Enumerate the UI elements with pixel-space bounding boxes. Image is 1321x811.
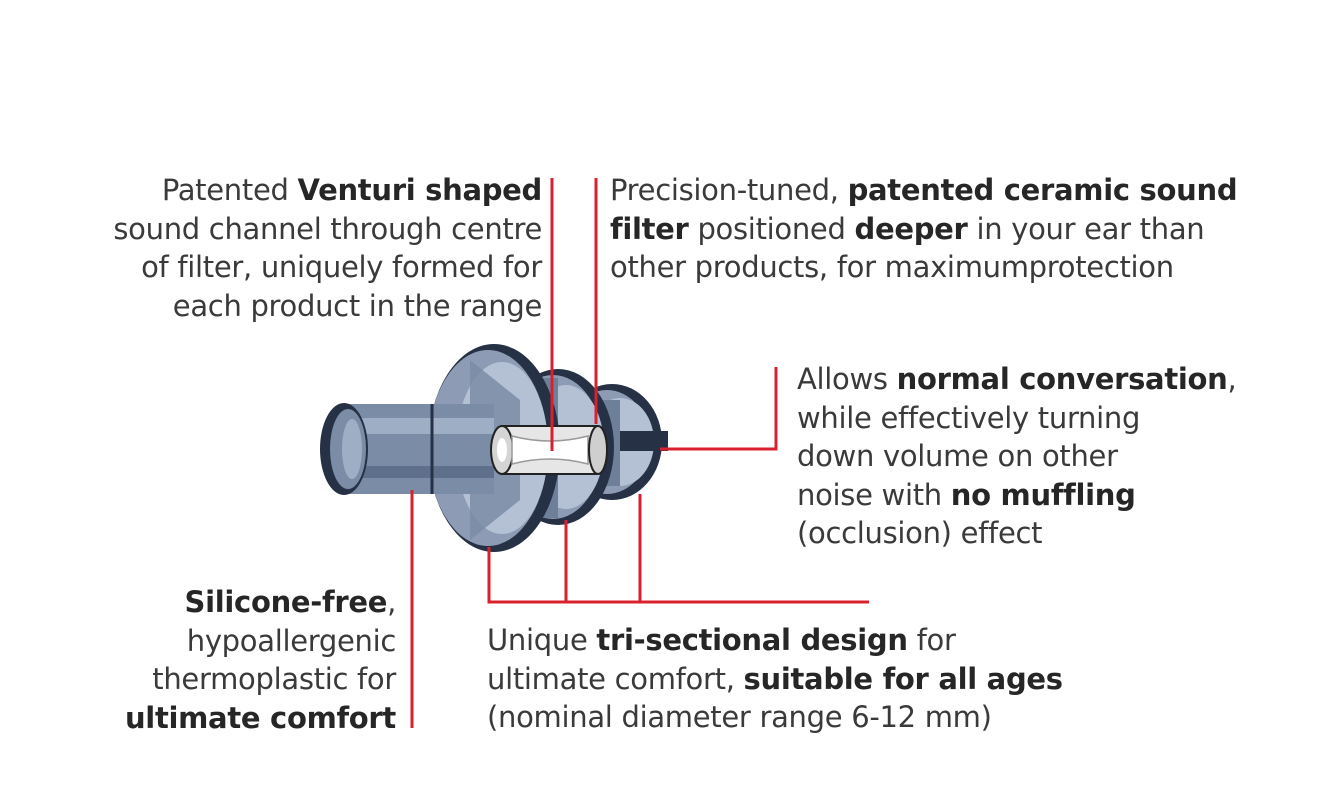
callout-line: noise with no muffling [797,476,1236,515]
emphasis-text: Silicone-free [184,585,388,619]
emphasis-text: normal conversation [896,362,1228,396]
callout-text: down volume on other [797,439,1118,473]
callout-text: sound channel through centre [113,211,542,246]
callout-line: ultimate comfort, suitable for all ages [487,660,1063,699]
callout-text: for [907,623,956,657]
callout-line: Allows normal conversation, [797,360,1237,399]
callout-text: of filter, uniquely formed for [141,250,542,284]
emphasis-text: deeper [854,211,968,246]
callout-text: , [1227,362,1237,396]
emphasis-text: suitable for all ages [743,661,1063,696]
leader-lines [410,178,869,728]
callout-line: (occlusion) effect [797,514,1236,553]
emphasis-text: Venturi shaped [297,173,543,207]
callout-line: thermoplastic for [120,660,396,699]
callout-line: down volume on other [797,437,1236,476]
callout-line: (nominal diameter range 6-12 mm) [487,698,1063,737]
callout-text: Patented [161,173,298,207]
callout-text: thermoplastic for [152,662,396,696]
leader-tri-sectional [487,547,869,604]
emphasis-text: filter [610,211,689,246]
callout-line: ultimate comfort [120,699,396,738]
callout-text: Precision-tuned, [610,173,848,207]
callout-line: while effectively turning [797,399,1236,438]
callout-text: Allows [797,362,897,396]
callout-line: Precision-tuned, patented ceramic sound [610,171,1238,210]
callout-line: other products, for maximumprotection [610,248,1237,287]
callout-text: Unique [487,623,597,657]
callout-text: each product in the range [172,288,543,323]
callout-line: each product in the range [100,287,543,326]
ceramic-filter [490,425,608,475]
callout-line: Silicone-free, [120,583,397,622]
callout-line: sound channel through centre [100,210,542,249]
callout-text: other products, for maximumprotection [610,250,1174,284]
callout-text: in your ear than [967,211,1205,246]
callout-line: Unique tri-sectional design for [487,621,1063,660]
emphasis-text: ultimate comfort [124,700,396,735]
callout-line: hypoallergenic [120,622,397,661]
callout-text: hypoallergenic [186,623,397,658]
callout-text: (occlusion) effect [797,516,1043,550]
callout-text: noise with [797,477,951,512]
leader-conversation [660,367,778,451]
callout-text: ultimate comfort, [487,661,744,696]
callout-line: of filter, uniquely formed for [100,248,542,287]
emphasis-text: patented ceramic sound [847,173,1238,207]
callout-text: , [387,585,396,619]
emphasis-text: no muffling [950,477,1136,512]
callout-text: positioned [688,211,855,246]
callout-line: filter positioned deeper in your ear tha… [610,210,1237,249]
callout-normal-conversation: Allows normal conversation,while effecti… [797,360,1237,553]
stem [320,403,494,495]
callout-line: Patented Venturi shaped [100,171,542,210]
callout-text: while effectively turning [797,400,1141,435]
callout-text: (nominal diameter range 6-12 mm) [487,700,992,734]
emphasis-text: tri-sectional design [596,623,908,657]
